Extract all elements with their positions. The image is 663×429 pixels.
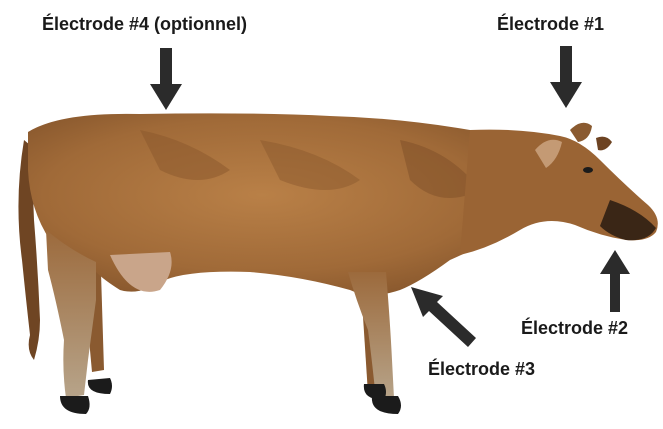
arrow-electrode-4	[150, 48, 182, 110]
cow-hoof	[364, 384, 386, 400]
arrow-electrode-1	[550, 46, 582, 108]
cow-hoof	[60, 396, 90, 414]
cow-hoof	[88, 378, 112, 394]
label-electrode-1: Électrode #1	[497, 15, 604, 33]
label-electrode-3: Électrode #3	[428, 360, 535, 378]
arrow-electrode-2	[600, 250, 630, 312]
label-electrode-4: Électrode #4 (optionnel)	[42, 15, 247, 33]
label-electrode-2: Électrode #2	[521, 319, 628, 337]
arrow-electrode-3	[411, 287, 476, 347]
